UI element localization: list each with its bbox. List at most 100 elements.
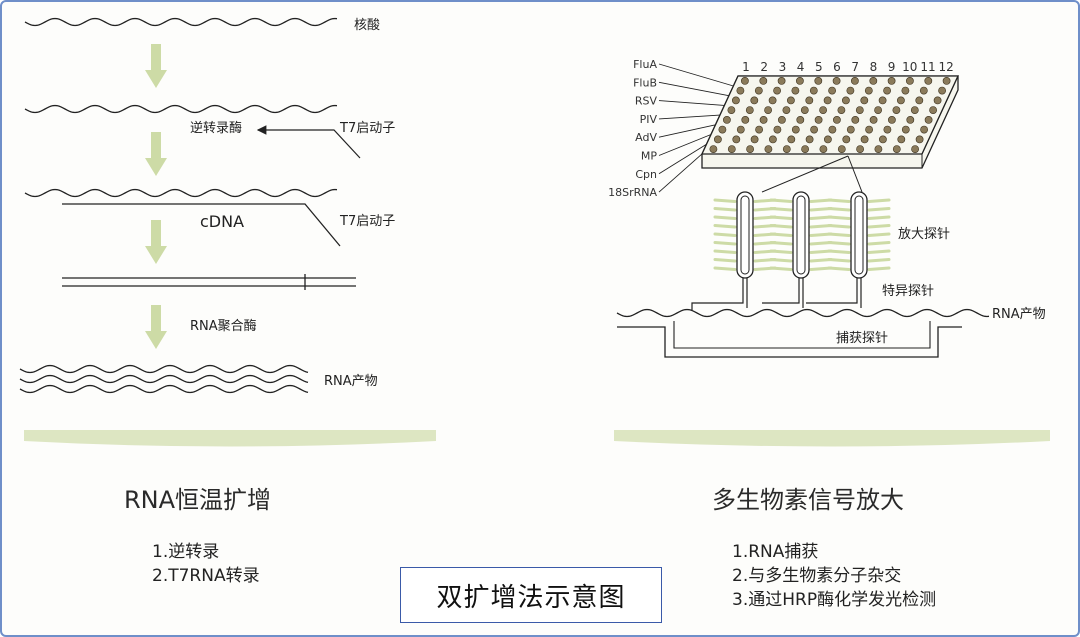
plate-well <box>810 125 818 134</box>
plate-well <box>883 125 892 134</box>
plate-well <box>910 106 919 114</box>
rna-product-label-right: RNA产物 <box>992 307 1046 322</box>
left-banner <box>24 430 436 447</box>
plate-well <box>860 135 869 144</box>
plate-row-label: FluB <box>633 76 657 89</box>
t7-promoter-label-2: T7启动子 <box>339 214 395 229</box>
left-heading: RNA恒温扩增 <box>124 486 271 514</box>
hybrid-dash <box>769 232 793 237</box>
plate-well <box>727 145 736 153</box>
plate-row-leader <box>658 134 712 156</box>
plate-well <box>741 77 749 85</box>
hybrid-dash <box>867 215 891 220</box>
plate-well <box>782 106 791 114</box>
plate-well <box>796 77 804 85</box>
plate-well <box>819 106 827 114</box>
plate-column-1: 1 <box>742 60 750 74</box>
cdna-strand <box>62 203 341 247</box>
plate-well <box>809 86 818 95</box>
plate-well <box>933 96 942 105</box>
hybrid-dash <box>713 224 737 229</box>
hybrid-dash <box>769 198 793 203</box>
hybrid-dash <box>867 232 891 237</box>
plate-well <box>837 145 846 153</box>
plate-well <box>754 86 763 95</box>
plate-well <box>883 86 891 95</box>
plate-well <box>801 145 809 153</box>
double-stranded-dna <box>62 274 356 290</box>
plate-well <box>759 77 768 85</box>
plate-column-5: 5 <box>815 60 823 74</box>
plate-column-7: 7 <box>851 60 859 74</box>
hybrid-dash <box>867 241 891 246</box>
hybrid-dash <box>713 198 737 203</box>
plate-well <box>778 116 786 124</box>
cdna-label: cDNA <box>200 212 244 231</box>
hybrid-dash <box>713 241 737 246</box>
plate-well <box>833 116 841 124</box>
hybrid-dash <box>769 207 793 212</box>
plate-well <box>846 125 855 134</box>
hybrid-dash <box>827 224 851 229</box>
plate-well <box>851 77 859 85</box>
plate-well <box>805 135 814 144</box>
plate-row-leader <box>658 100 725 106</box>
rna-product-strand-3 <box>19 384 309 394</box>
plate-well <box>819 145 828 153</box>
hybrid-dash <box>713 232 737 237</box>
plate-well <box>787 96 795 105</box>
hybrid-dash <box>769 215 793 220</box>
reverse-transcriptase-label: 逆转录酶 <box>190 120 242 136</box>
plate-leader-1 <box>761 155 849 193</box>
plate-well <box>938 86 946 95</box>
plate-column-6: 6 <box>833 60 841 74</box>
plate-row-label: Cpn <box>635 168 657 181</box>
plate-row-label: FluA <box>633 58 657 71</box>
plate-well <box>769 135 777 144</box>
rna-polymerase-label: RNA聚合酶 <box>190 318 257 334</box>
plate-column-10: 10 <box>902 60 917 74</box>
plate-well <box>805 96 814 105</box>
plate-well <box>828 86 836 95</box>
plate-well <box>842 135 851 144</box>
plate-well <box>906 116 915 124</box>
specific-probe-connectors <box>691 278 862 310</box>
hybrid-dash <box>827 207 851 212</box>
plate-well <box>901 125 910 134</box>
plate-well <box>732 135 741 144</box>
capture-probe-line <box>673 321 931 349</box>
plate-well <box>746 145 754 153</box>
plate-well <box>874 145 883 153</box>
plate-well <box>920 125 928 134</box>
plate-well <box>709 145 718 153</box>
plate-row-leader <box>658 63 734 87</box>
plate-well <box>901 86 910 95</box>
amplification-probe-label: 放大探针 <box>898 227 950 242</box>
hybrid-dash <box>769 258 793 263</box>
rna-strand-3 <box>24 188 338 198</box>
amplification-probe-3 <box>850 191 868 279</box>
reverse-transcriptase-pointer <box>256 125 361 159</box>
plate-column-2: 2 <box>760 60 768 74</box>
plate-row-label: RSV <box>635 95 658 108</box>
plate-well <box>856 145 864 153</box>
plate-well <box>773 86 781 95</box>
right-step-2: 2.与多生物素分子杂交 <box>732 566 901 586</box>
plate-well <box>828 125 837 134</box>
right-heading: 多生物素信号放大 <box>712 486 904 514</box>
right-step-3: 3.通过HRP酶化学发光检测 <box>732 590 936 610</box>
hybrid-dash <box>713 249 737 254</box>
plate-row-leader <box>658 153 703 193</box>
hybrid-dash <box>827 249 851 254</box>
hybrid-dash <box>827 241 851 246</box>
rna-strand-2 <box>24 104 338 114</box>
plate-well <box>823 96 832 105</box>
plate-column-8: 8 <box>870 60 878 74</box>
plate-row-label: 18SrRNA <box>608 186 657 199</box>
plate-row-leader <box>658 81 729 97</box>
amplification-probe-1 <box>736 191 754 279</box>
plate-well <box>787 135 796 144</box>
plate-well <box>745 106 754 114</box>
